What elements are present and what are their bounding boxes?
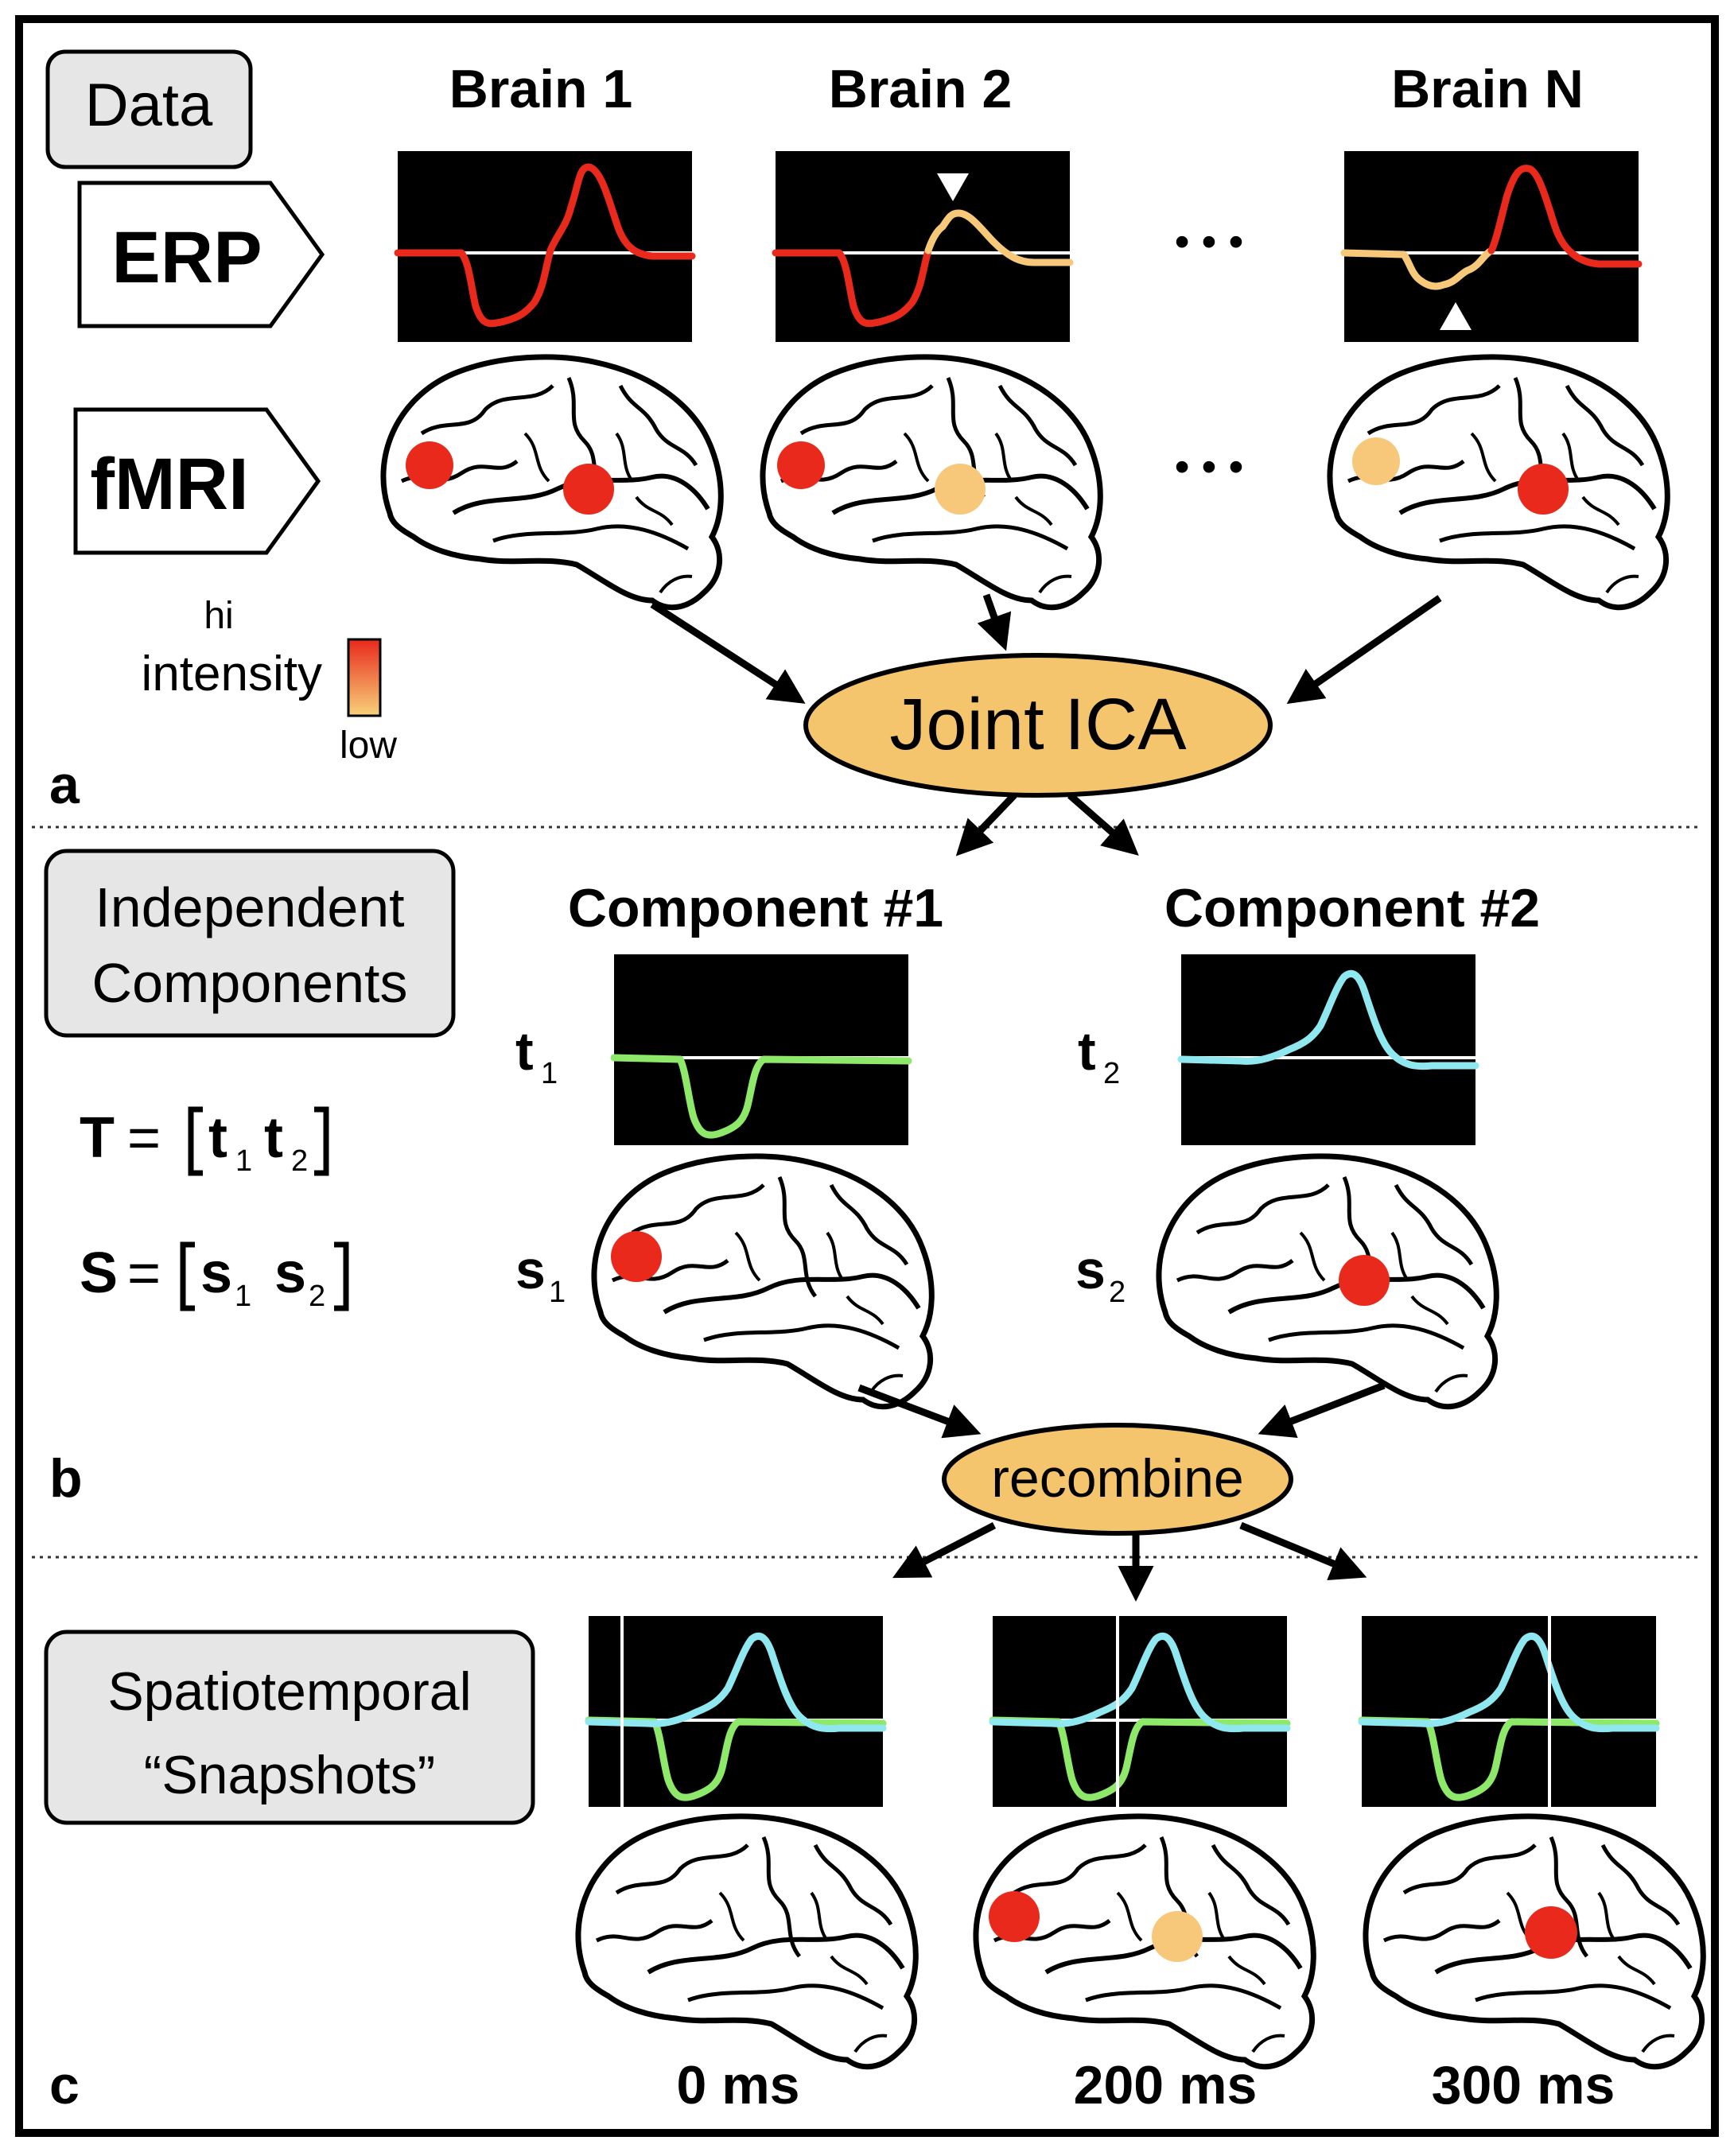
recombine-label: recombine [991,1448,1244,1509]
brain-2 [763,357,1100,608]
component-1-brain [594,1156,931,1407]
section-a-label: a [49,755,80,815]
S-equals: = [127,1241,161,1305]
ic-box-line-1: Independent [95,876,404,938]
snapshot-0ms-timecourse [585,1616,887,1807]
legend-title: intensity [142,647,322,701]
component-1-title: Component #1 [568,878,943,938]
snapshot-0ms-brain [578,1816,916,2067]
section-b: Independent Components Component #1 Comp… [44,792,1540,1536]
s2-subscript: 2 [1109,1276,1126,1309]
fmri-tag [73,407,321,555]
erp-panel-brain-1 [394,151,696,342]
brain-1-title: Brain 1 [449,59,633,119]
fmri-ellipsis: • • • [1175,443,1244,491]
snapshot-200ms-timecourse [989,1616,1291,1807]
section-b-label: b [49,1448,83,1509]
data-box [45,49,253,169]
erp-tag-label: ERP [111,217,262,298]
time-200ms: 200 ms [1074,2055,1258,2115]
s1-var: s [515,1240,546,1300]
S-s1-var: s [200,1241,232,1305]
arrow-recombine-to-0ms [892,1522,997,1579]
component-2-brain [1159,1156,1496,1407]
legend-hi: hi [204,595,233,637]
T-equals: = [127,1106,161,1170]
erp-tag [77,181,325,328]
t-matrix-equation: T = t 1 t 2 [80,1106,329,1178]
component-1-timecourse [610,954,912,1145]
arrow-recombine-to-300ms [1239,1521,1367,1581]
component-2-timecourse [1177,954,1479,1145]
arrow-comp1-to-recombine [857,1384,982,1439]
brain-n [1330,357,1667,608]
time-300ms: 300 ms [1432,2055,1615,2115]
section-a: Data ERP fMRI Brain 1 Brain 2 Brain N [45,49,1667,815]
S-var: S [80,1241,118,1305]
section-c: Spatiotemporal “Snapshots” [44,1521,1703,2115]
t2-subscript: 2 [1103,1057,1120,1090]
arrow-brain1-to-ica [650,601,806,704]
outer-frame [15,15,1719,2137]
fmri-tag-label: fMRI [90,444,248,525]
arrow-comp2-to-recombine [1258,1381,1386,1439]
t1-var: t [515,1021,534,1082]
snapshots-line-2: “Snapshots” [144,1745,436,1805]
s-matrix-equation: S = s 1 s 2 [80,1241,349,1313]
component-2-title: Component #2 [1164,878,1540,938]
data-box-label: Data [85,72,213,139]
legend-bar [347,638,382,717]
T-t2-sub: 2 [291,1144,308,1178]
erp-ellipsis: • • • [1175,218,1244,266]
snapshot-200ms-brain [976,1816,1313,2067]
S-s2-sub: 2 [309,1280,325,1313]
arrow-brain2-to-ica [977,593,1012,651]
joint-ica-label: Joint ICA [889,684,1187,765]
snapshots-line-1: Spatiotemporal [107,1661,471,1722]
joint-ica-node [803,653,1273,798]
snapshot-300ms-brain [1366,1816,1703,2067]
T-t1-sub: 1 [235,1144,252,1178]
erp-panel-brain-2 [772,151,1074,342]
T-var: T [80,1106,115,1170]
legend-low: low [340,724,397,767]
time-0ms: 0 ms [677,2055,800,2115]
independent-components-box [44,849,456,1038]
t1-subscript: 1 [541,1057,558,1090]
snapshot-300ms-timecourse [1358,1616,1660,1807]
intensity-legend: hi intensity low [142,595,398,767]
arrow-ica-to-comp2 [1067,792,1139,856]
recombine-node [942,1423,1293,1536]
arrow-brainn-to-ica [1286,595,1442,705]
erp-panel-brain-n [1340,151,1643,342]
arrow-ica-to-comp1 [955,792,1017,857]
T-t1-var: t [208,1106,227,1170]
T-t2-var: t [264,1106,283,1170]
ic-box-line-2: Components [92,952,408,1014]
S-s2-var: s [274,1241,306,1305]
brain-1 [383,357,721,608]
section-c-label: c [49,2055,80,2115]
brain-n-title: Brain N [1391,59,1584,119]
s1-subscript: 1 [549,1276,566,1309]
s2-var: s [1075,1240,1106,1300]
S-s1-sub: 1 [235,1280,251,1313]
snapshots-box [44,1630,535,1825]
t2-var: t [1078,1021,1096,1082]
brain-2-title: Brain 2 [829,59,1013,119]
